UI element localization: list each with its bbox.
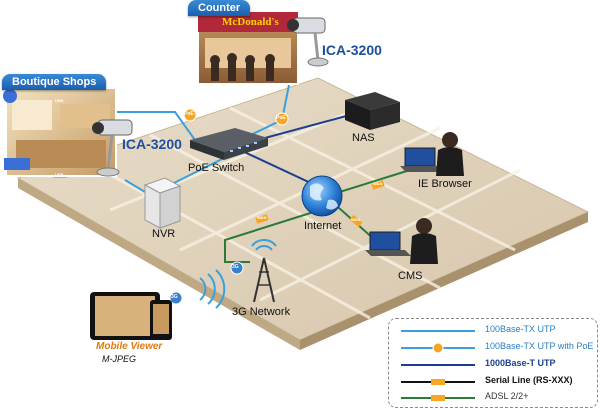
camera-counter: [287, 17, 329, 67]
mobile-viewer-label: Mobile Viewer: [96, 341, 163, 352]
legend-badge-poe: [432, 342, 444, 354]
camera-boutique-label: ICA-3200: [122, 136, 182, 152]
legend-row: 100Base-TX UTP: [389, 323, 597, 339]
store-sign-text: McDonald's: [222, 16, 279, 28]
nas-device: [345, 92, 400, 130]
legend: 100Base-TX UTP 100Base-TX UTP with PoE 1…: [388, 318, 598, 408]
legend-row: 100Base-TX UTP with PoE: [389, 340, 597, 356]
network-3g-label: 3G Network: [232, 306, 291, 318]
legend-row: 1000Base-T UTP: [389, 357, 597, 373]
nvr-label: NVR: [152, 228, 176, 240]
mobile-format-label: M-JPEG: [102, 354, 137, 364]
cms-label: CMS: [398, 270, 423, 282]
boutique-tag: Boutique Shops: [2, 74, 107, 90]
internet-globe: [301, 175, 343, 217]
usb-badge-text-1: USB: [55, 98, 64, 103]
poe-badge-boutique: [183, 108, 197, 122]
camera-counter-label: ICA-3200: [322, 42, 382, 58]
wan-badge-3: [255, 214, 269, 224]
legend-badge-serial: [431, 379, 445, 385]
poe-switch-label: PoE Switch: [188, 162, 245, 174]
nas-label: NAS: [352, 132, 375, 144]
legend-label: 1000Base-T UTP: [485, 358, 556, 368]
wireless-waves: [199, 269, 226, 309]
mobile-devices: [90, 292, 172, 340]
camera-boutique: [92, 119, 133, 177]
legend-label: ADSL 2/2+: [485, 391, 529, 401]
poe-badge-counter: [275, 112, 289, 126]
wan-badge-2: [349, 214, 363, 228]
ie-browser-label: IE Browser: [418, 178, 472, 190]
3g-badge-text-2: 3G: [171, 294, 178, 300]
3g-badge-phone: [169, 291, 183, 305]
legend-swatches: [401, 330, 475, 401]
wan-badge-text-2: WAN: [351, 217, 361, 222]
legend-row: Serial Line (RS-XXX): [389, 374, 597, 390]
poe-switch: [190, 128, 268, 160]
poe-badge-text-1: PoE: [184, 111, 194, 117]
counter-tag: Counter: [188, 0, 251, 16]
3g-badge-text-1: 3G: [232, 264, 239, 270]
legend-row: ADSL 2/2+: [389, 390, 597, 406]
cms-user: [365, 218, 438, 264]
cell-tower: [251, 239, 277, 303]
wan-badge-text-1: WAN: [373, 181, 383, 186]
wan-badge-1: [371, 180, 385, 190]
legend-badge-adsl: [431, 395, 445, 401]
nvr-device: [143, 177, 182, 229]
poe-badge-text-2: PoE: [276, 115, 286, 121]
wan-badge-text-3: WAN: [257, 215, 267, 220]
usb-badge-text-2: USB: [55, 172, 64, 177]
ie-browser-user: [400, 132, 464, 176]
legend-label: 100Base-TX UTP: [485, 324, 556, 334]
legend-label: 100Base-TX UTP with PoE: [485, 341, 594, 351]
legend-label: Serial Line (RS-XXX): [485, 375, 573, 385]
3g-badge-tower: [230, 261, 244, 275]
boutique-photo: [3, 87, 117, 177]
internet-label: Internet: [304, 220, 342, 232]
